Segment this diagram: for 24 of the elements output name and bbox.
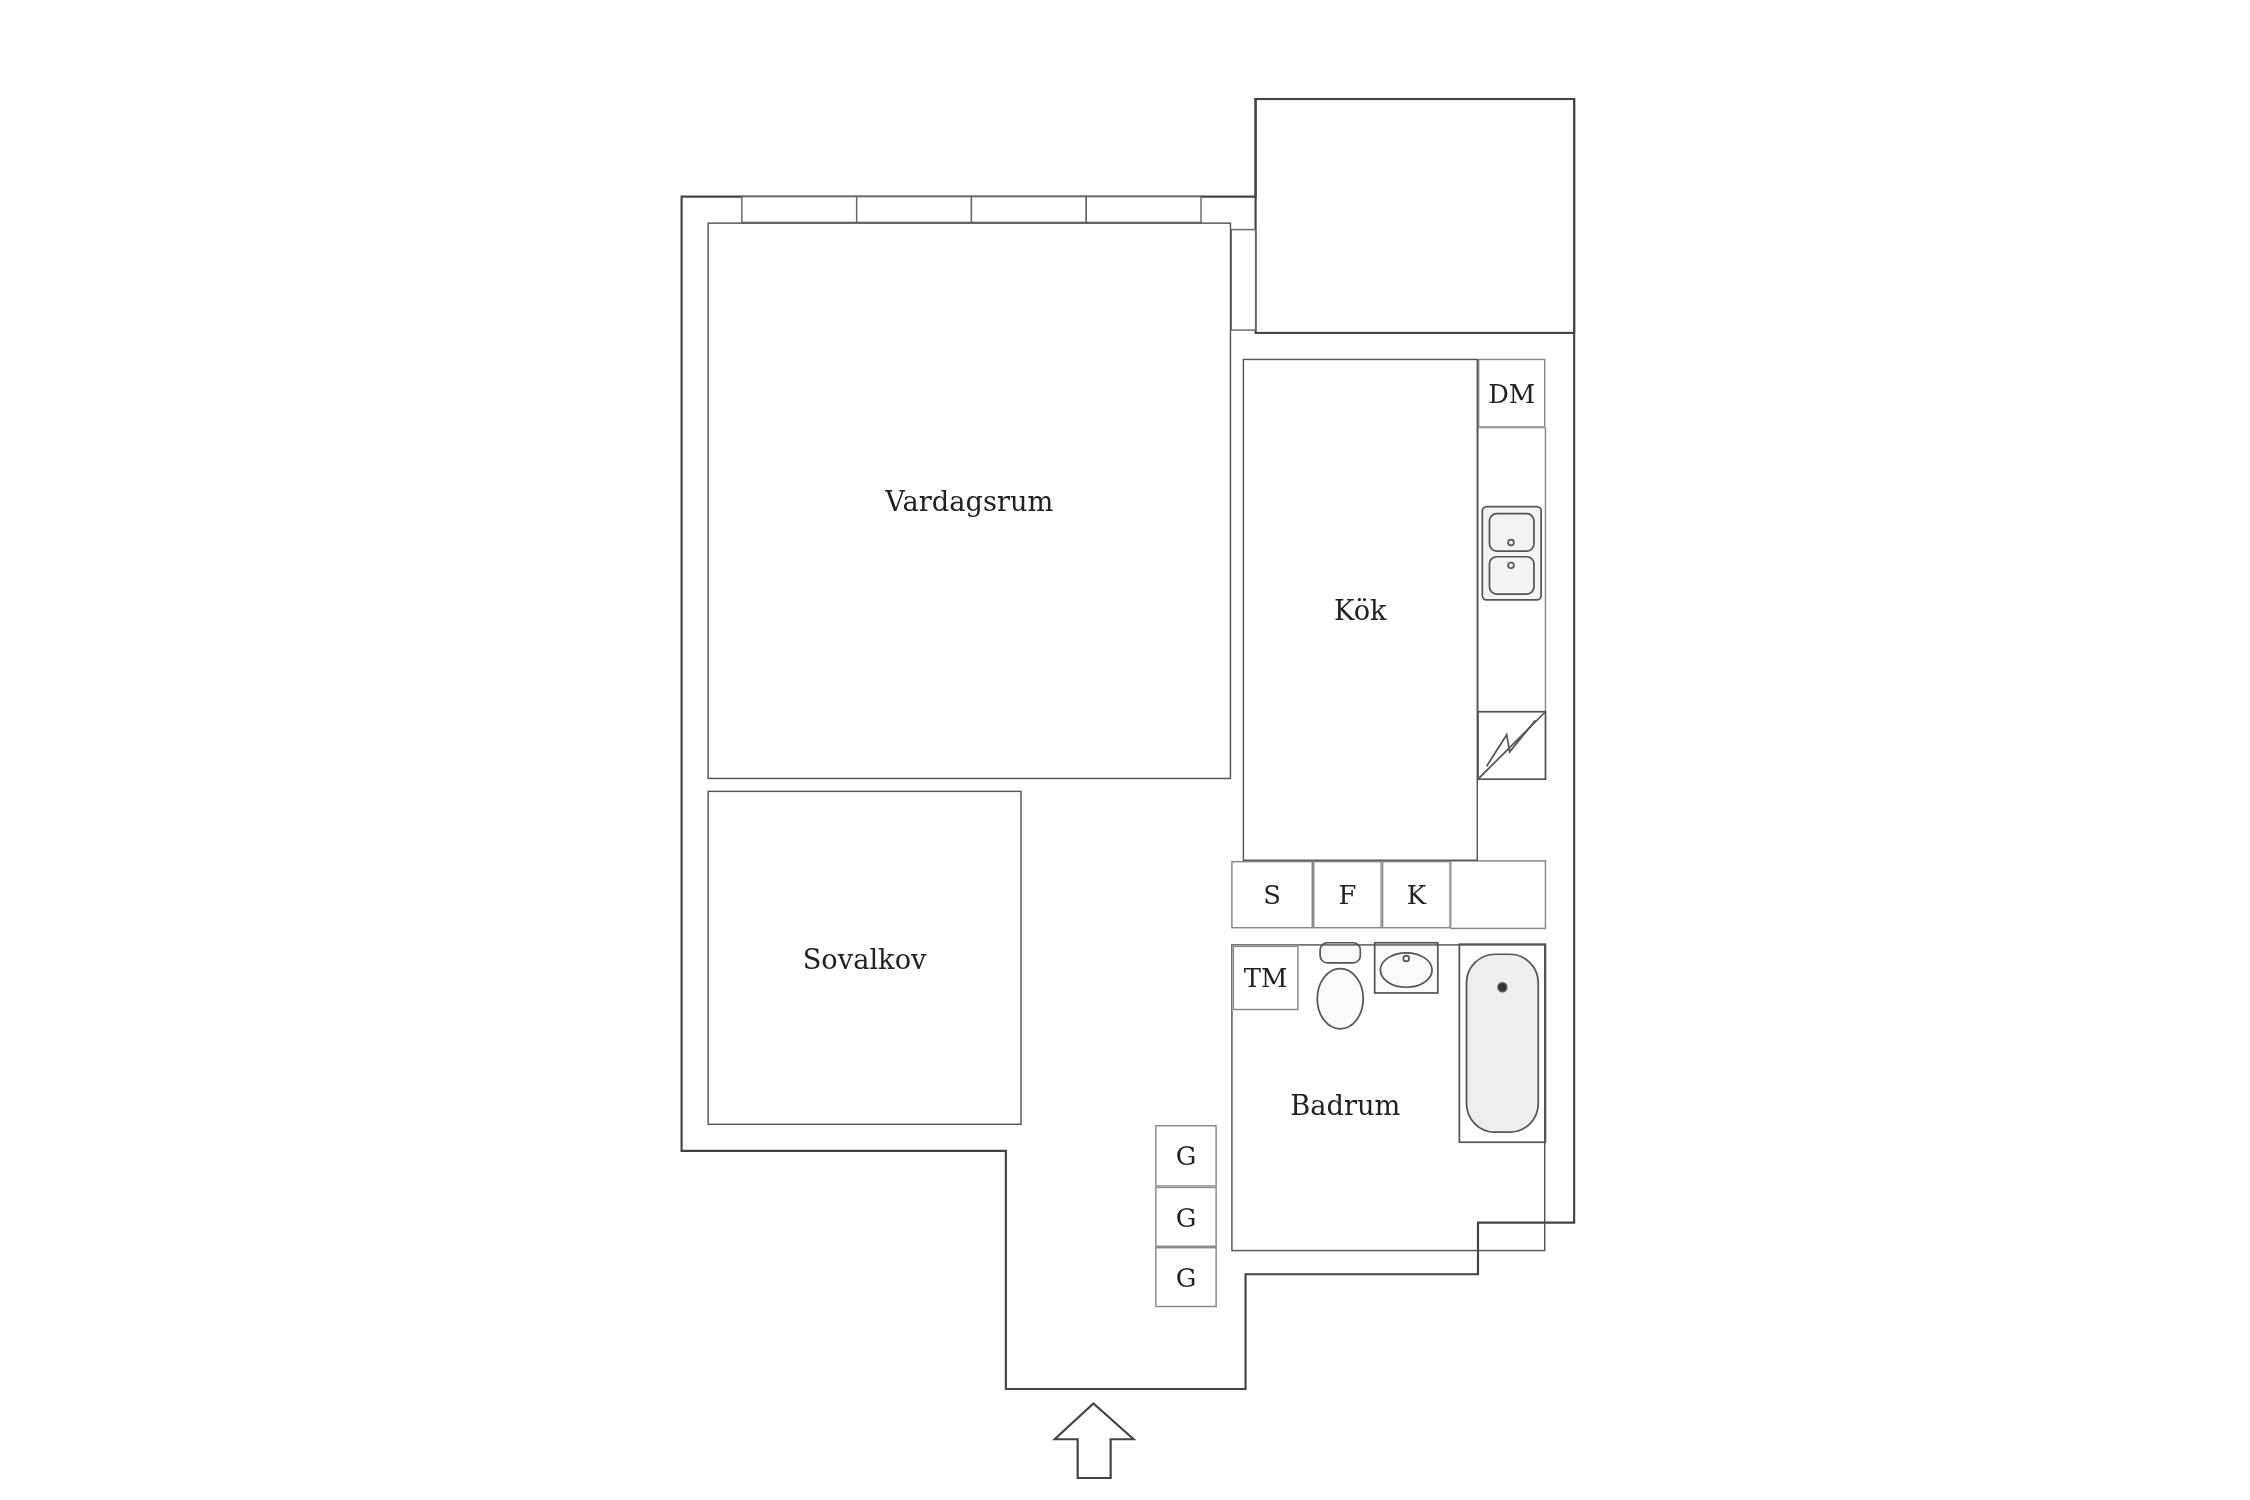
fixture-box	[1313, 860, 1382, 929]
fixture-label: G	[1175, 1140, 1197, 1171]
room-label: Vardagsrum	[885, 485, 1054, 517]
fixture-label: DM	[1488, 378, 1536, 409]
fixture-label: TM	[1243, 962, 1288, 993]
room-label: Sovalkov	[802, 942, 927, 974]
fixture-label: F	[1338, 879, 1357, 910]
room-outline	[1242, 358, 1478, 861]
fixture-label: G	[1175, 1201, 1197, 1232]
fixture-box	[1155, 1186, 1217, 1247]
fixture-box	[1155, 1246, 1217, 1308]
fixture-label: S	[1263, 879, 1281, 910]
room-label: Badrum	[1290, 1089, 1401, 1121]
room-outline	[707, 790, 1022, 1125]
fixture-box	[1231, 860, 1313, 929]
fixture-box	[1232, 945, 1299, 1011]
fixture-label: K	[1406, 879, 1426, 910]
fixture-box	[1155, 1125, 1217, 1187]
room-outline	[707, 222, 1232, 780]
room-outline	[1231, 944, 1546, 1252]
fixture-label: G	[1175, 1262, 1197, 1293]
fixture-box	[1478, 358, 1546, 428]
room-label: Kök	[1334, 594, 1387, 626]
fixture-box	[1381, 860, 1451, 929]
